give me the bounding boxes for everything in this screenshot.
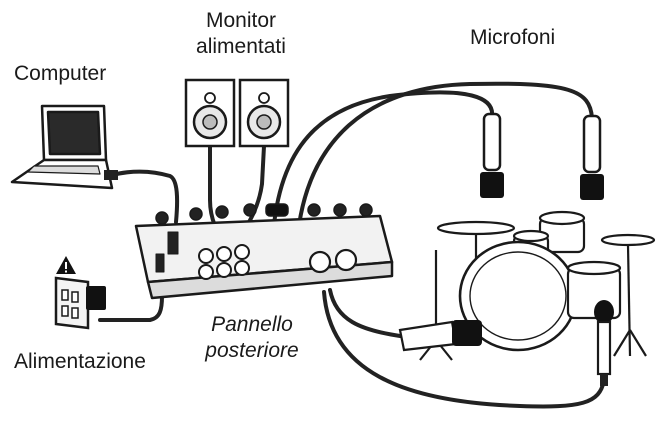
- microphones-label: Microfoni: [470, 26, 556, 49]
- cables: [98, 81, 606, 409]
- microphone-icon: [580, 114, 604, 200]
- rear-panel-label-line1: Pannello: [211, 313, 293, 336]
- usb-cable: [106, 169, 180, 224]
- drum-mic-cable: [328, 288, 402, 338]
- microphone-icon: [480, 112, 504, 198]
- microphone-icon: [594, 300, 614, 386]
- snare-mic-cable: [322, 290, 606, 409]
- studio-monitor-icon: [184, 78, 236, 148]
- power-adapter-icon: [86, 286, 106, 310]
- drum-kit-icon: [419, 210, 656, 361]
- monitor-label: Monitor alimentati: [186, 8, 296, 60]
- mic-cable-right: [294, 81, 594, 270]
- monitor-label-line1: Monitor: [205, 9, 277, 32]
- rear-panel-label: Pannello posteriore: [196, 312, 308, 364]
- microphone-icon: [398, 320, 482, 352]
- audio-mixer-icon: [134, 203, 394, 300]
- power-outlet-icon: [54, 276, 90, 330]
- mic-cable-left: [270, 90, 495, 264]
- usb-plug: [104, 170, 118, 180]
- studio-monitor-icon: [238, 78, 290, 148]
- rear-panel-label-line2: posteriore: [205, 339, 299, 362]
- warning-icon: [56, 256, 76, 274]
- monitor-label-line2: alimentati: [196, 35, 286, 58]
- laptop-icon: [10, 104, 114, 190]
- computer-label: Computer: [14, 62, 107, 85]
- power-label: Alimentazione: [14, 350, 146, 373]
